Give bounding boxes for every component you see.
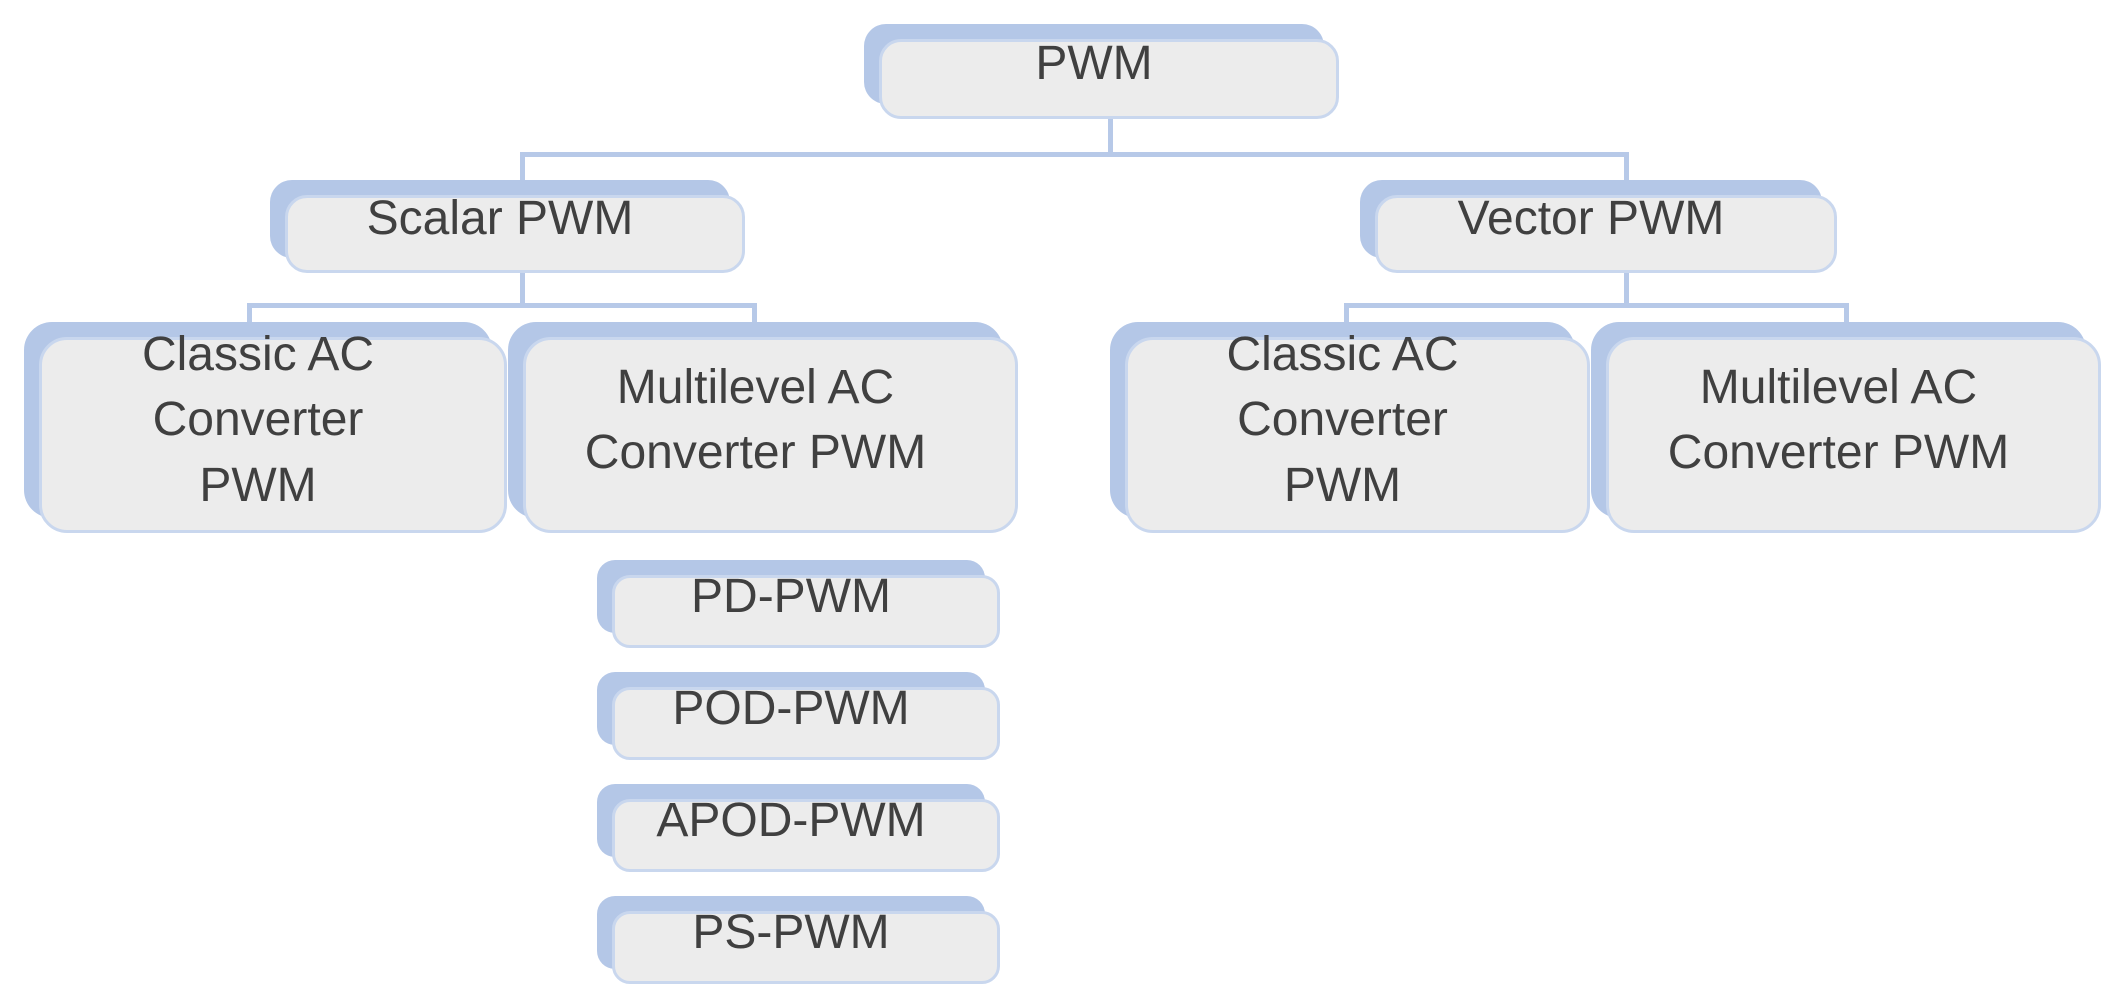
node-scalar-classic-ac-converter-pwm: Classic AC Converter PWM <box>24 322 507 533</box>
connector-drop-vector-classic <box>1344 303 1349 324</box>
node-vector-multilevel-ac-converter-pwm: Multilevel AC Converter PWM <box>1591 322 2101 533</box>
node-apod-pwm: APOD-PWM <box>597 784 1000 872</box>
connector-vector-bus <box>1344 303 1849 308</box>
node-pod-pwm: POD-PWM <box>597 672 1000 760</box>
connector-scalar-bus <box>247 303 757 308</box>
connector-drop-vector-multilevel <box>1844 303 1849 324</box>
connector-drop-vector <box>1624 152 1629 182</box>
connector-scalar-stub <box>520 258 525 308</box>
node-pd-pwm: PD-PWM <box>597 560 1000 648</box>
connector-drop-scalar-multilevel <box>752 303 757 324</box>
node-vector-pwm: Vector PWM <box>1360 180 1837 273</box>
connector-drop-scalar-classic <box>247 303 252 324</box>
connector-pwm-stub <box>1108 104 1113 157</box>
node-scalar-pwm: Scalar PWM <box>270 180 745 273</box>
node-vector-classic-ac-converter-pwm: Classic AC Converter PWM <box>1110 322 1590 533</box>
node-pwm: PWM <box>864 24 1339 119</box>
connector-level1-bus <box>520 152 1629 157</box>
node-ps-pwm: PS-PWM <box>597 896 1000 984</box>
connector-vector-stub <box>1624 258 1629 308</box>
connector-drop-scalar <box>520 152 525 182</box>
node-scalar-multilevel-ac-converter-pwm: Multilevel AC Converter PWM <box>508 322 1018 533</box>
